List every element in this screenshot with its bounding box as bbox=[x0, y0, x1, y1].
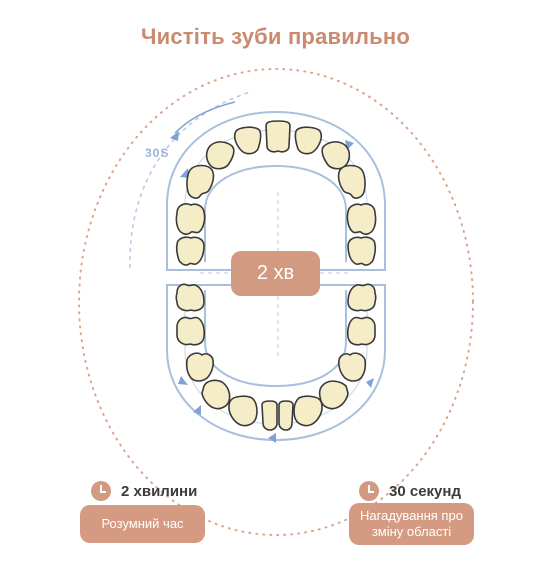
tooth-icon bbox=[205, 141, 235, 170]
tooth-icon bbox=[278, 400, 294, 431]
tooth-icon bbox=[175, 203, 206, 235]
clock-icon bbox=[359, 481, 379, 501]
timer-arc-inner bbox=[174, 101, 236, 134]
tooth-icon bbox=[176, 316, 206, 346]
arrow-icon bbox=[366, 378, 374, 388]
tooth-icon bbox=[346, 316, 376, 346]
tooth-icon bbox=[321, 141, 351, 170]
feature-heading-text: 2 хвилини bbox=[121, 482, 198, 500]
tooth-icon bbox=[318, 380, 349, 410]
tooth-icon bbox=[347, 283, 377, 312]
tooth-icon bbox=[185, 352, 214, 382]
lower-arch-outer bbox=[166, 284, 386, 442]
feature-description-left: Розумний час bbox=[80, 505, 205, 543]
tooth-icon bbox=[201, 379, 231, 410]
tooth-icon bbox=[261, 400, 278, 431]
tooth-icon bbox=[175, 283, 205, 312]
lower-arch-inner bbox=[204, 290, 347, 388]
tooth-icon bbox=[265, 120, 291, 153]
page-title: Чистіть зуби правильно bbox=[140, 24, 410, 49]
arrow-icon bbox=[180, 168, 189, 178]
lower-teeth bbox=[175, 283, 377, 431]
timer-label: 30S bbox=[145, 146, 169, 160]
timer-arrow-icon bbox=[170, 131, 179, 141]
tooth-icon bbox=[228, 395, 258, 427]
arrow-icon bbox=[178, 376, 188, 385]
clock-icon bbox=[91, 481, 111, 501]
outer-dotted-circle bbox=[78, 68, 474, 536]
tooth-icon bbox=[337, 164, 366, 199]
tooth-icon bbox=[186, 164, 215, 199]
tooth-icon bbox=[347, 236, 377, 266]
arrow-icon bbox=[193, 405, 201, 415]
tooth-icon bbox=[233, 126, 262, 155]
upper-arch-inner bbox=[204, 164, 347, 262]
duration-badge: 2 хв bbox=[231, 251, 320, 296]
tooth-icon bbox=[346, 203, 377, 235]
feature-heading-left: 2 хвилини bbox=[91, 481, 197, 501]
feature-heading-text: 30 секунд bbox=[389, 482, 461, 500]
tooth-icon bbox=[294, 126, 323, 155]
feature-description-right: Нагадування про зміну області bbox=[349, 503, 474, 545]
tooth-icon bbox=[338, 352, 367, 382]
feature-heading-right: 30 секунд bbox=[359, 481, 461, 501]
upper-teeth bbox=[175, 120, 377, 266]
tooth-icon bbox=[293, 395, 323, 427]
tooth-icon bbox=[175, 236, 205, 266]
arrow-icon bbox=[268, 433, 276, 443]
upper-arch-outer bbox=[166, 110, 386, 271]
